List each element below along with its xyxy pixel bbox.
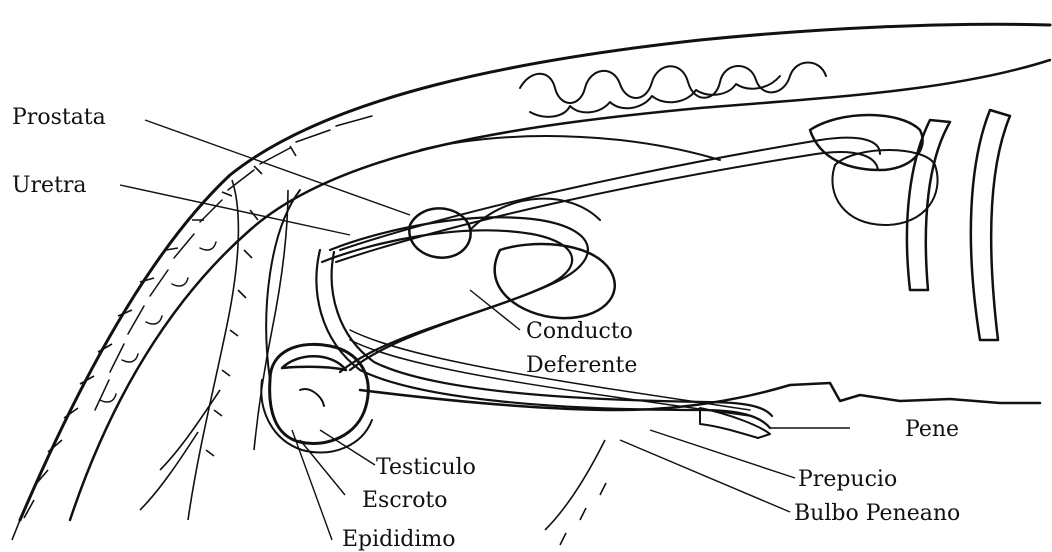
label-escroto: Escroto [362,488,448,513]
abdomen [266,136,1040,410]
label-testiculo: Testiculo [376,455,476,480]
label-prepucio: Prepucio [798,467,897,492]
label-epididimo: Epididimo [342,527,456,552]
label-prostata: Prostata [12,105,106,130]
label-uretra: Uretra [12,173,87,198]
leader-lines [120,120,850,540]
penis-tract [316,250,772,438]
labels: Prostata Uretra Conducto Deferente Pene … [12,105,960,552]
spine [20,24,1050,520]
label-conducto: Conducto [526,319,633,344]
label-pene: Pene [905,417,959,442]
kidney-region [810,115,938,225]
label-deferente: Deferente [526,353,637,378]
label-bulbo-peneano: Bulbo Peneano [794,501,960,526]
